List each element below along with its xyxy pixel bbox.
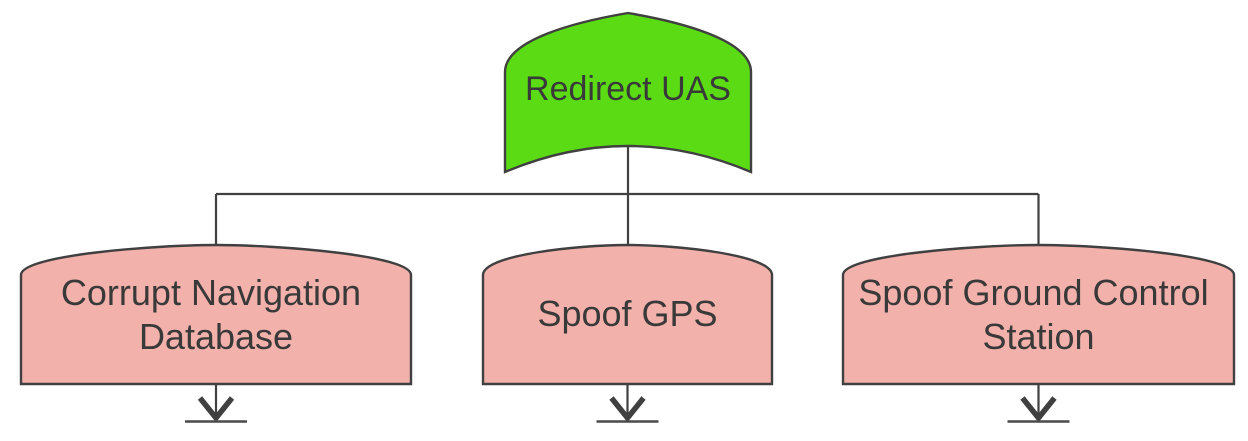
or-gate-shape — [503, 11, 753, 174]
node-root-label: Redirect UAS — [525, 70, 731, 108]
node-corrupt-navigation-database-label: Corrupt Navigation Database — [61, 272, 371, 357]
node-spoof-gps: Spoof GPS — [481, 243, 774, 386]
event-node-shape — [19, 243, 413, 386]
arrow-head-icon — [1020, 396, 1057, 423]
label-line-2: Database — [139, 316, 293, 357]
node-corrupt-navigation-database: Corrupt Navigation Database — [19, 243, 413, 386]
subtree-continues-arrow-middle — [596, 384, 659, 423]
arrow-head-icon — [609, 396, 646, 423]
event-node-shape — [481, 243, 774, 386]
subtree-continues-arrow-left — [185, 384, 247, 423]
label-line-1: Corrupt Navigation — [61, 272, 361, 313]
event-node-shape — [841, 243, 1236, 386]
label-line-1: Spoof Ground Control — [858, 272, 1208, 313]
node-spoof-ground-control-station: Spoof Ground Control Station — [841, 243, 1236, 386]
node-root: Redirect UAS — [503, 11, 753, 174]
node-spoof-ground-control-station-label: Spoof Ground Control Station — [858, 272, 1218, 357]
label-line-2: Station — [982, 316, 1094, 357]
arrow-head-icon — [197, 396, 235, 423]
subtree-continues-arrow-right — [1007, 384, 1070, 423]
node-spoof-gps-label: Spoof GPS — [537, 293, 717, 334]
label-line-1: Spoof GPS — [537, 293, 717, 334]
